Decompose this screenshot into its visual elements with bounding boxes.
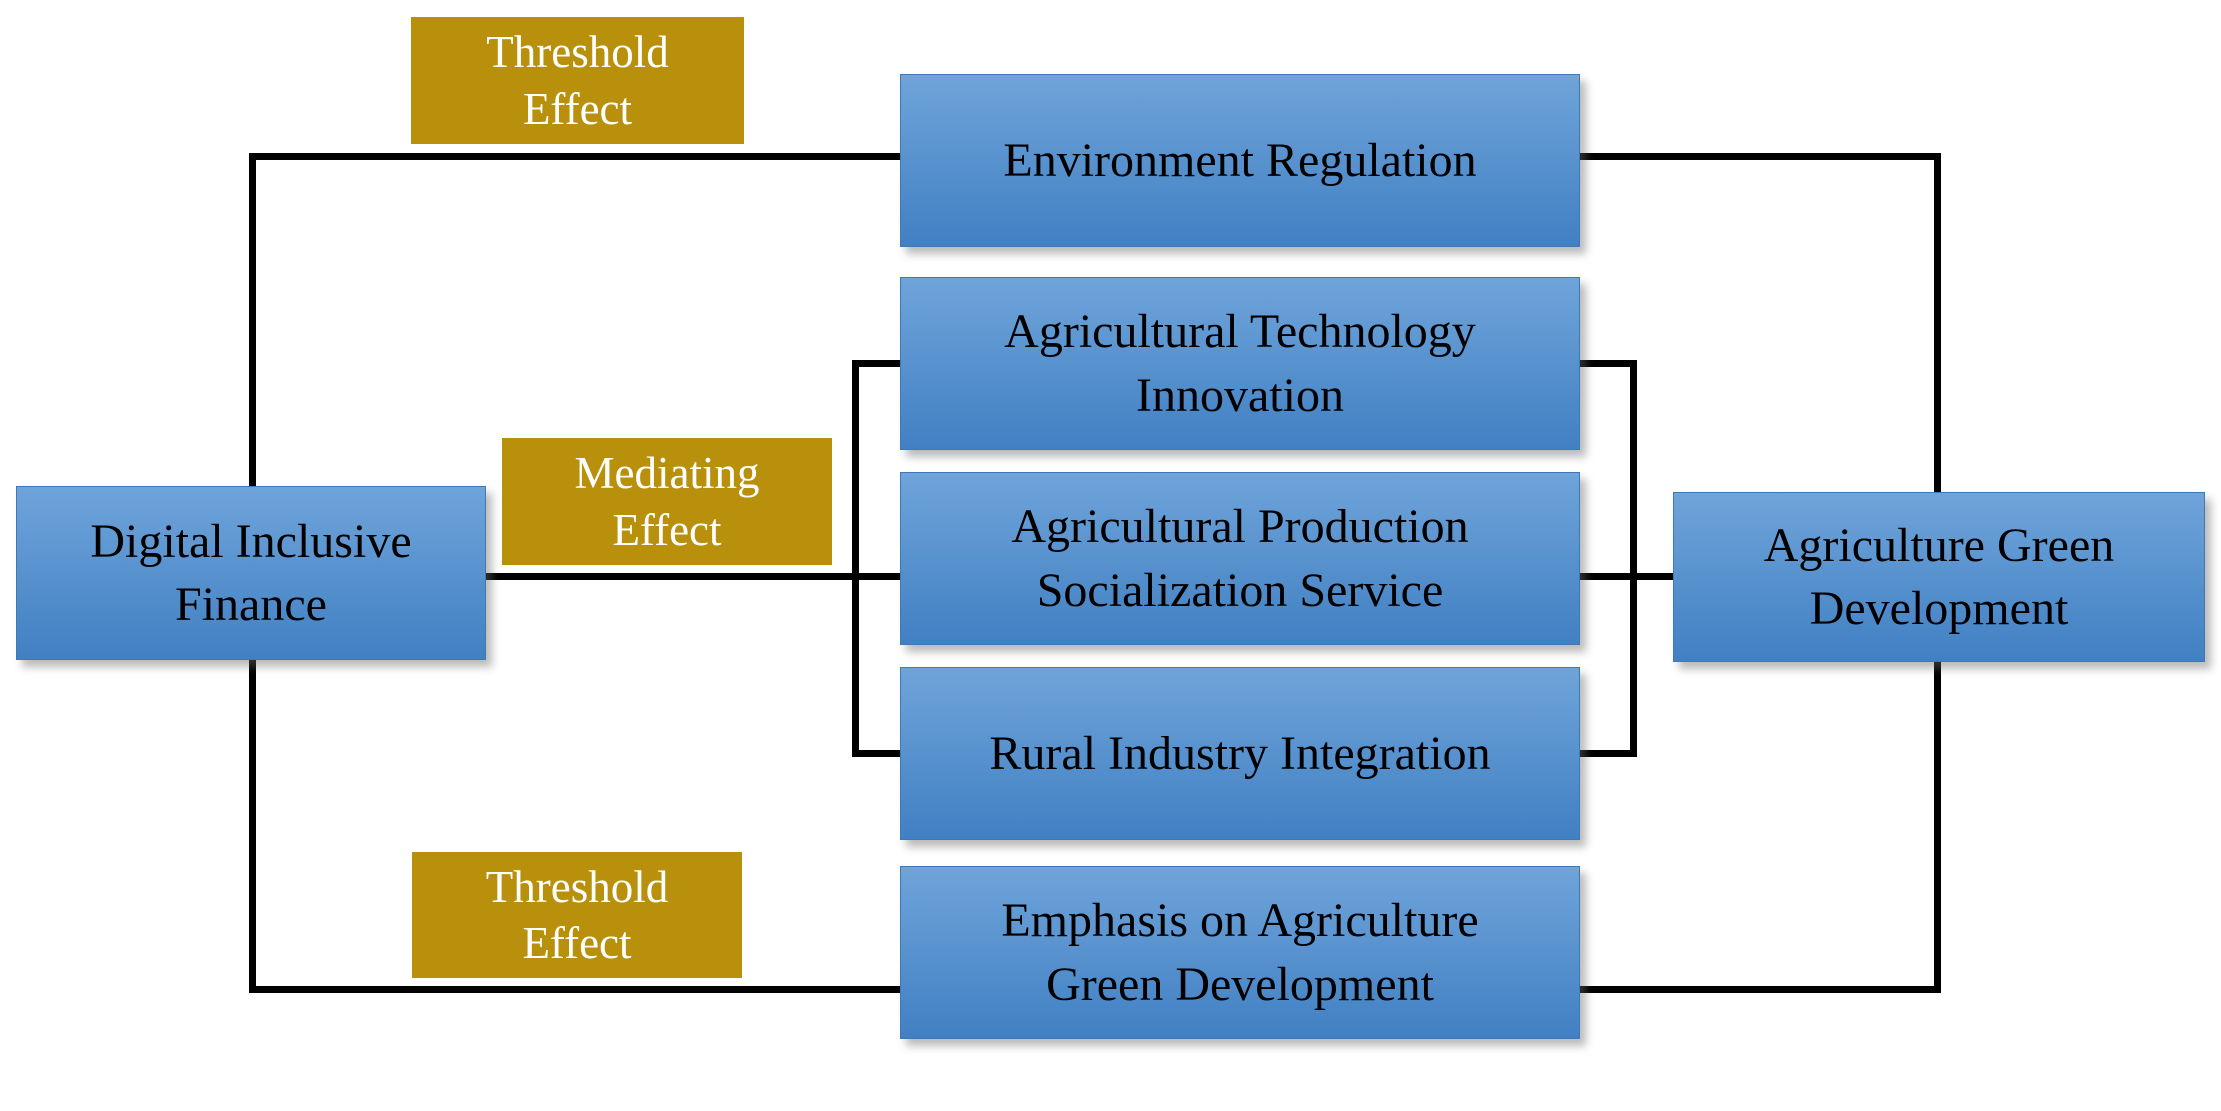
connector-left-stub-rural <box>855 750 900 757</box>
connector-bottom-left-vertical <box>249 660 256 993</box>
node-agricultural-technology-innovation: Agricultural Technology Innovation <box>900 277 1580 450</box>
connector-left-bracket-vertical <box>852 360 859 757</box>
connector-top-right-vertical <box>1934 153 1941 492</box>
node-agriculture-green-development: Agriculture Green Development <box>1673 492 2205 662</box>
connector-right-stub-technology <box>1580 360 1637 367</box>
connector-mediating-horizontal <box>486 573 900 580</box>
connector-top-left-vertical <box>249 153 256 486</box>
connector-right-bracket-vertical <box>1630 360 1637 757</box>
effect-label-mediating: Mediating Effect <box>502 438 832 565</box>
connector-left-stub-technology <box>855 360 900 367</box>
connector-bottom-left-horizontal <box>249 986 900 993</box>
connector-bottom-right-vertical <box>1934 662 1941 993</box>
node-rural-industry-integration: Rural Industry Integration <box>900 667 1580 840</box>
connector-bottom-right-horizontal <box>1580 986 1941 993</box>
node-agricultural-production-socialization-service: Agricultural Production Socialization Se… <box>900 472 1580 645</box>
effect-label-threshold-bottom: Threshold Effect <box>412 852 742 978</box>
connector-top-left-horizontal <box>249 153 900 160</box>
connector-top-right-horizontal <box>1580 153 1941 160</box>
node-emphasis-on-agriculture-green-development: Emphasis on Agriculture Green Developmen… <box>900 866 1580 1039</box>
node-environment-regulation: Environment Regulation <box>900 74 1580 247</box>
node-digital-inclusive-finance: Digital Inclusive Finance <box>16 486 486 660</box>
effect-label-threshold-top: Threshold Effect <box>411 17 744 144</box>
connector-mid-right-horizontal <box>1580 573 1673 580</box>
connector-right-stub-rural <box>1580 750 1637 757</box>
